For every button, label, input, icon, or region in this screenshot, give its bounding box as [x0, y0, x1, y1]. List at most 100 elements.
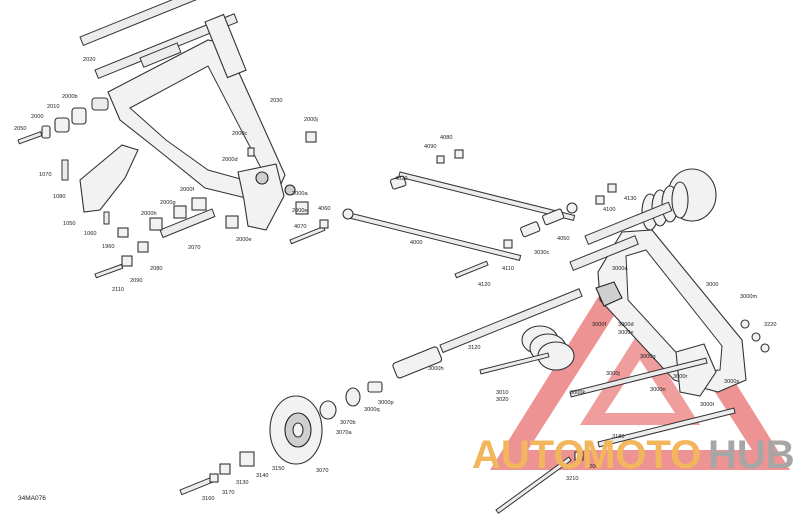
lower-arm-hardware	[94, 131, 317, 279]
spacer-4020	[389, 175, 407, 190]
bearing-3070b	[319, 400, 337, 420]
callout-4070: 4070	[294, 224, 306, 230]
callout-3000h: 3000h	[428, 366, 444, 372]
callout-2020: 2020	[83, 57, 95, 63]
spacer-3000p	[367, 381, 383, 393]
lower-right-bolts	[495, 357, 736, 514]
rod-eye-right	[566, 202, 578, 214]
callout-3000g: 3000g	[640, 354, 656, 360]
idler-wheel	[179, 395, 323, 496]
callout-2110: 2110	[112, 287, 124, 293]
nut-4080	[454, 149, 464, 159]
shaft-2070	[159, 208, 216, 239]
link-1070	[79, 144, 139, 213]
spacer-2000b	[71, 107, 87, 125]
left-hardware	[17, 97, 139, 238]
spacer-2000h	[149, 217, 163, 231]
bolt-2110	[94, 263, 124, 279]
callout-4020: 4020	[395, 176, 407, 182]
rear-arm-bracket	[237, 163, 285, 231]
callout-2000d: 2000d	[222, 157, 238, 163]
watermark-text: AUTO MOTO HUB	[472, 433, 795, 477]
nut-3130	[219, 463, 231, 475]
nut-2000i	[295, 201, 309, 215]
callout-3220: 3220	[764, 322, 776, 328]
bolt-3210	[495, 456, 572, 514]
callout-3000m: 3000m	[740, 294, 757, 300]
spacer-2000f	[191, 197, 207, 211]
callout-1080: 1080	[53, 194, 65, 200]
nut-3200	[574, 451, 584, 461]
callout-2000c: 2000c	[232, 131, 247, 137]
callout-2030: 2030	[270, 98, 282, 104]
callout-3070b: 3070b	[340, 420, 356, 426]
nut-2000c	[247, 147, 255, 157]
callout-3020: 3020	[496, 397, 508, 403]
nut-4110	[503, 239, 513, 249]
callout-2000b: 2000b	[62, 94, 78, 100]
rear-spring	[479, 325, 575, 375]
nut-3000s	[760, 343, 770, 353]
callout-2000f: 2000f	[180, 187, 194, 193]
watermark-word-moto: MOTO	[582, 433, 701, 477]
callout-3000n: 3000n	[650, 387, 666, 393]
rear-arm-shaft	[79, 0, 251, 46]
nut-4100	[595, 195, 605, 205]
callout-3000j: 3000j	[606, 371, 620, 377]
rear-arm-bushing-2	[284, 184, 296, 196]
callout-4060: 4060	[318, 206, 330, 212]
callout-3120: 3120	[468, 345, 480, 351]
nut-4060	[319, 219, 329, 229]
bolt-3180	[179, 476, 215, 496]
front-arm-inner	[625, 249, 723, 373]
callout-2070: 2070	[188, 245, 200, 251]
spacer-4050	[542, 208, 565, 226]
callout-4120: 4120	[478, 282, 490, 288]
tube-3000i	[392, 346, 443, 379]
tube-2020	[91, 97, 109, 111]
callout-2090: 2090	[130, 278, 142, 284]
callout-3000t: 3000t	[700, 402, 714, 408]
callout-4110: 4110	[502, 266, 514, 272]
callout-3000f: 3000f	[592, 322, 606, 328]
callout-3150: 3150	[272, 466, 284, 472]
washer-2000	[41, 125, 51, 139]
nut-1960	[117, 227, 129, 238]
callout-1960: 1960	[102, 244, 114, 250]
callout-3010: 3010	[496, 390, 508, 396]
spacer-3030c	[520, 221, 541, 238]
callout-2000j: 2000j	[304, 117, 318, 123]
watermark-word-hub: HUB	[708, 433, 795, 477]
callout-4100: 4100	[603, 207, 615, 213]
callout-3000e: 3000e	[618, 330, 634, 336]
callout-3030c: 3030c	[534, 250, 549, 256]
callout-3000: 3000	[706, 282, 718, 288]
nut-2090	[121, 255, 133, 267]
limiter-rod-assembly	[289, 149, 617, 279]
callout-1050: 1050	[63, 221, 75, 227]
callout-1070: 1070	[39, 172, 51, 178]
bolt-1080	[61, 159, 69, 181]
nut-2000e	[225, 215, 239, 229]
nut-4090	[436, 155, 445, 164]
callout-3130: 3130	[236, 480, 248, 486]
callout-3000p: 3000p	[378, 400, 394, 406]
washer-3170	[209, 473, 219, 483]
watermark-word-auto: AUTO	[472, 433, 585, 477]
bolt-4120	[454, 260, 489, 279]
callout-2080: 2080	[150, 266, 162, 272]
callout-3160: 3160	[202, 496, 214, 502]
rod-4000-upper	[398, 171, 576, 222]
callout-3000a: 3000a	[612, 266, 628, 272]
nut-4130	[607, 183, 617, 193]
shaft-3120	[439, 288, 583, 354]
callout-4080: 4080	[440, 135, 452, 141]
shaft-3000-top	[569, 235, 639, 271]
shock-mount-lower	[675, 343, 717, 397]
callout-2000e: 2000e	[236, 237, 252, 243]
callout-3140: 3140	[256, 473, 268, 479]
callout-2000e-b: 2000e	[292, 208, 308, 214]
rear-arm-crossbar	[204, 13, 247, 79]
center-shaft-group	[319, 288, 583, 420]
callout-4000: 4000	[410, 240, 422, 246]
